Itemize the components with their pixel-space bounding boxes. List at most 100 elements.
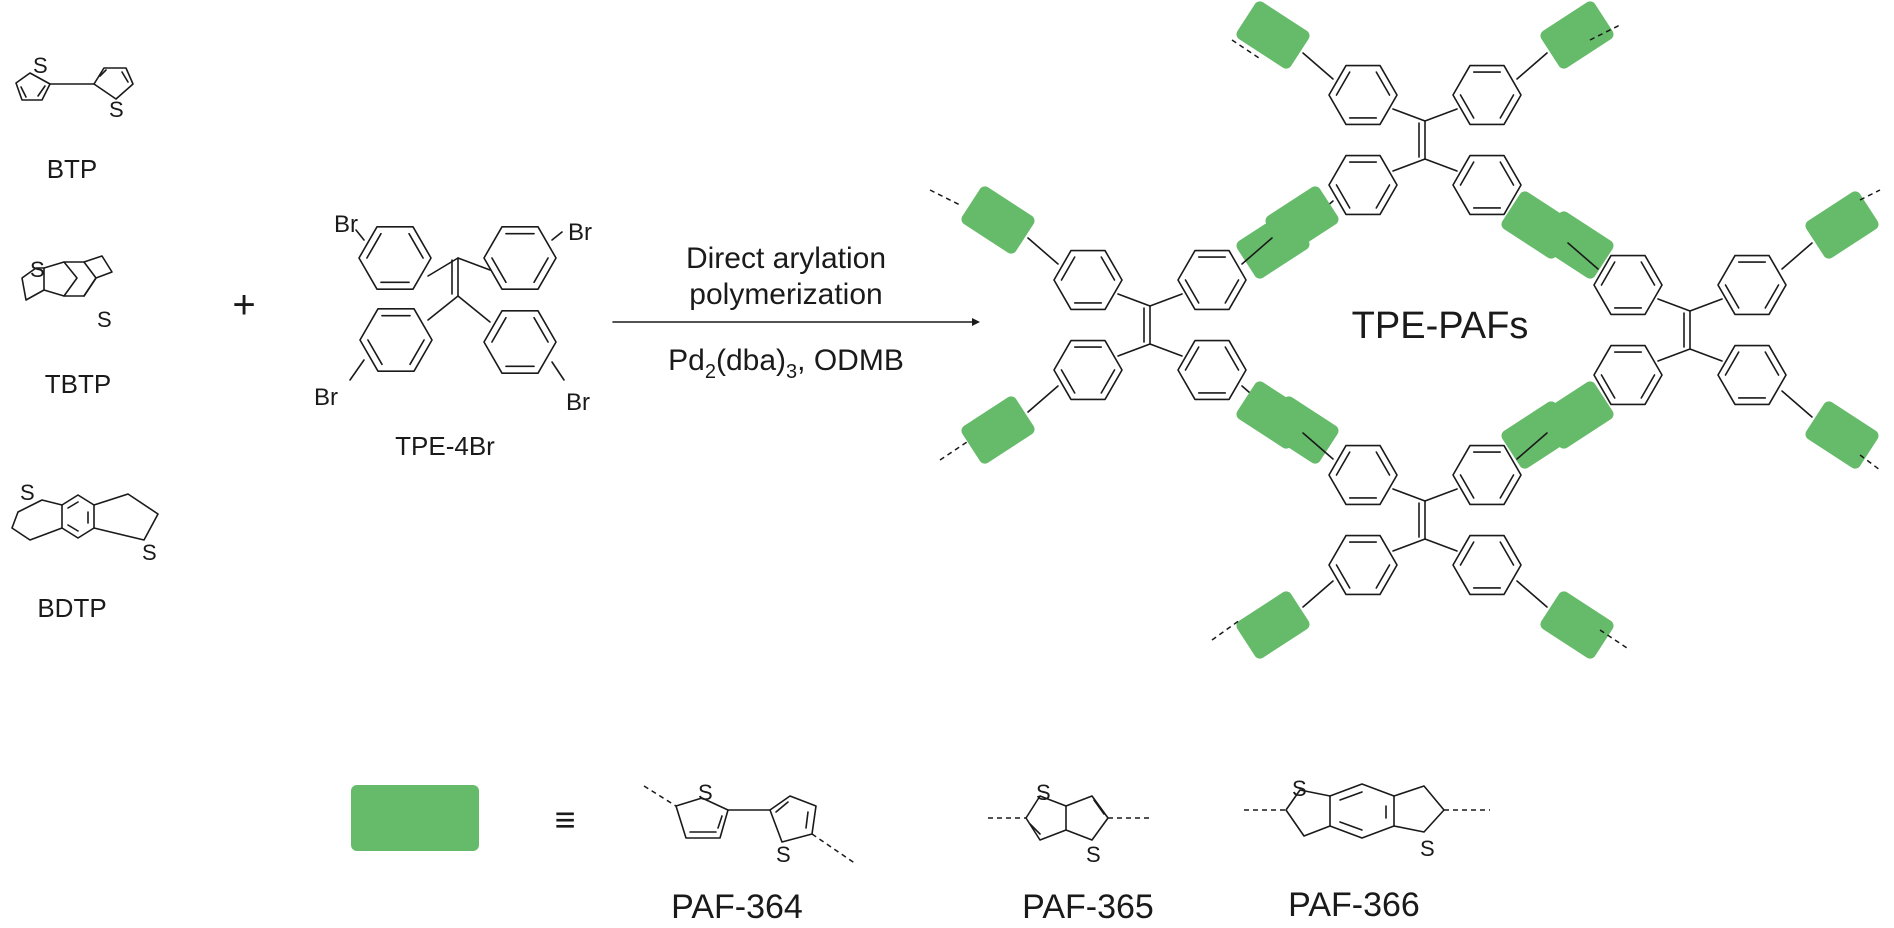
- tpe-4br-bond: [427, 257, 459, 277]
- benzene-outline: [483, 310, 557, 374]
- benzene-inner-bond: [1184, 346, 1200, 371]
- benzene-inner-bond: [1224, 346, 1240, 371]
- benzene-inner-bond: [491, 257, 507, 284]
- tpe-4br-br-bond: [551, 361, 565, 381]
- network-linker-bond: [1516, 52, 1548, 80]
- network-benzene-ring: [1177, 249, 1247, 311]
- benzene-outline: [1328, 154, 1398, 216]
- benzene-outline: [1593, 254, 1663, 316]
- network-ring-bond: [1392, 488, 1426, 502]
- condition-line-2: polymerization: [689, 278, 882, 311]
- benzene-outline: [1452, 444, 1522, 506]
- network-linker-bond: [1302, 580, 1334, 608]
- benzene-inner-bond: [1499, 161, 1515, 186]
- network-linker-block: [1501, 191, 1575, 259]
- benzene-inner-bond: [1100, 369, 1116, 394]
- network-ring-bond: [1392, 538, 1426, 552]
- catalyst: Pd: [668, 344, 705, 377]
- network-benzene-ring: [1717, 254, 1787, 316]
- benzene-inner-bond: [1600, 374, 1616, 399]
- benzene-inner-bond: [1499, 541, 1515, 566]
- tpe-4br-br-bond: [349, 359, 365, 381]
- network-benzene-ring: [1452, 154, 1522, 216]
- network-ring-bond: [1424, 108, 1458, 122]
- network-ring-bond: [1424, 538, 1458, 552]
- paf-365-sulfur-2: S: [1086, 842, 1101, 867]
- network-continuation: [929, 189, 961, 206]
- tpe-paf-network: [929, 1, 1881, 659]
- network-benzene-ring: [1452, 534, 1522, 596]
- paf-364-sulfur-2: S: [776, 842, 791, 867]
- benzene-outline: [1053, 249, 1123, 311]
- benzene-inner-bond: [1764, 284, 1780, 309]
- benzene-inner-bond: [408, 232, 424, 259]
- network-linker-bond: [1567, 242, 1599, 270]
- network-benzene-ring: [1177, 339, 1247, 401]
- network-linker-block: [1540, 591, 1614, 659]
- paf-366-linker-structure: S S: [1244, 776, 1490, 861]
- tpe-4br-label: TPE-4Br: [395, 431, 495, 461]
- tbtp-label: TBTP: [45, 369, 111, 399]
- paf-366-sulfur-1: S: [1292, 776, 1307, 801]
- ligand-subscript: 3: [786, 361, 797, 383]
- benzene-inner-bond: [1724, 284, 1740, 309]
- benzene-inner-bond: [1335, 71, 1351, 96]
- condition-line-1: Direct arylation: [686, 242, 886, 275]
- benzene-inner-bond: [1060, 256, 1076, 281]
- ligand: (dba): [716, 344, 786, 377]
- tbtp-sulfur-1: S: [30, 257, 45, 282]
- network-linker-bond: [1781, 390, 1813, 418]
- benzene-inner-bond: [1640, 261, 1656, 286]
- network-ring-bond: [1657, 348, 1691, 362]
- equivalence-sign: ≡: [554, 799, 575, 840]
- benzene-outline: [1452, 64, 1522, 126]
- tpe-4br-br-bond: [551, 231, 563, 241]
- paf-366-sulfur-2: S: [1420, 836, 1435, 861]
- network-linker-block: [1805, 191, 1879, 259]
- tbtp-structure: S S: [21, 255, 113, 332]
- benzene-outline: [1452, 534, 1522, 596]
- benzene-inner-bond: [1335, 451, 1351, 476]
- br-top-right: Br: [568, 219, 592, 246]
- br-bottom-right: Br: [566, 389, 590, 416]
- benzene-outline: [1593, 344, 1663, 406]
- benzene-inner-bond: [1459, 474, 1475, 499]
- network-linker-block: [1236, 591, 1310, 659]
- network-linker-bond: [1027, 237, 1059, 265]
- network-ring-bond: [1392, 108, 1426, 122]
- benzene-inner-bond: [1764, 351, 1780, 376]
- br-top-left: Br: [334, 211, 358, 238]
- network-continuation: [939, 439, 971, 461]
- network-benzene-ring: [1452, 444, 1522, 506]
- bdtp-structure: S S: [11, 480, 159, 565]
- benzene-inner-bond: [409, 339, 425, 366]
- br-bottom-left: Br: [314, 384, 338, 411]
- tpe-4br-ring-bottom-right: [483, 310, 557, 374]
- network-ring-bond: [1424, 158, 1458, 172]
- network-linker-block: [1805, 401, 1879, 469]
- catalyst-subscript: 2: [705, 361, 716, 383]
- paf-365-sulfur-1: S: [1036, 780, 1051, 805]
- benzene-inner-bond: [1375, 184, 1391, 209]
- benzene-inner-bond: [1375, 71, 1391, 96]
- network-benzene-ring: [1328, 154, 1398, 216]
- network-linker-block: [1540, 1, 1614, 69]
- benzene-inner-bond: [1375, 451, 1391, 476]
- network-benzene-ring: [1717, 344, 1787, 406]
- benzene-inner-bond: [1640, 374, 1656, 399]
- network-benzene-ring: [1593, 344, 1663, 406]
- benzene-inner-bond: [491, 316, 507, 343]
- network-linker-block: [1236, 1, 1310, 69]
- network-ring-bond: [1657, 298, 1691, 312]
- network-continuation: [1589, 24, 1621, 41]
- benzene-inner-bond: [533, 257, 549, 284]
- network-linker-bond: [1027, 385, 1059, 413]
- paf-365-label: PAF-365: [1022, 888, 1154, 926]
- network-benzene-ring: [1593, 254, 1663, 316]
- network-linker-block: [961, 396, 1035, 464]
- paf-364-linker-structure: S S: [643, 780, 857, 867]
- benzene-inner-bond: [1600, 261, 1616, 286]
- network-ring-bond: [1392, 158, 1426, 172]
- benzene-inner-bond: [1459, 94, 1475, 119]
- btp-structure: S S: [15, 53, 134, 122]
